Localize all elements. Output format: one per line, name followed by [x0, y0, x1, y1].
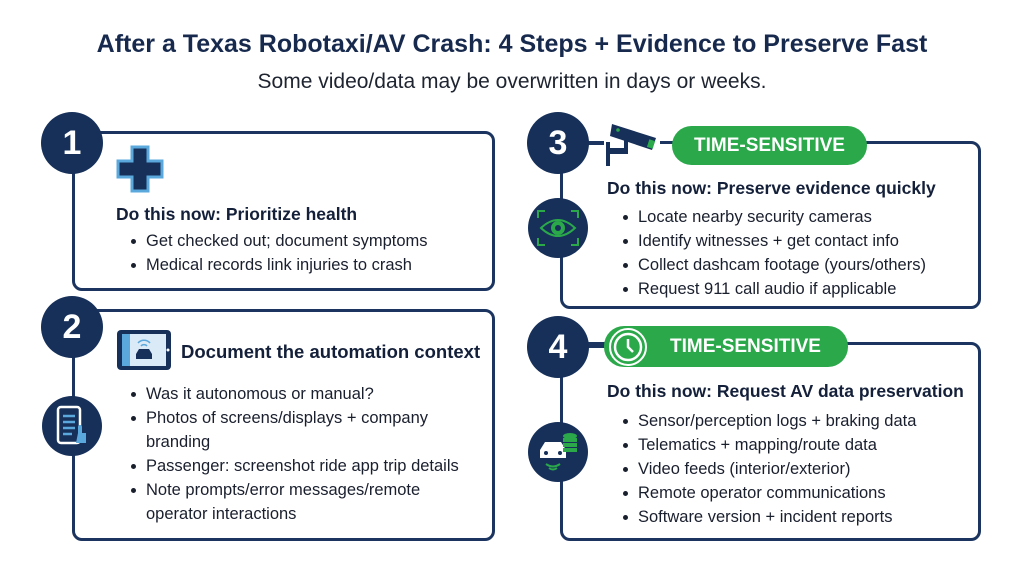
- list-item: Was it autonomous or manual?: [128, 382, 478, 406]
- list-item: Get checked out; document symptoms: [128, 229, 428, 253]
- car-database-icon: [528, 422, 588, 482]
- medical-cross-icon: [116, 145, 164, 198]
- step-1-number: 1: [41, 112, 103, 174]
- step-3-heading: Do this now: Preserve evidence quickly: [607, 178, 936, 198]
- step-2-number: 2: [41, 296, 103, 358]
- step-4-box: [560, 342, 981, 541]
- list-item: Passenger: screenshot ride app trip deta…: [128, 454, 478, 478]
- list-item: Medical records link injuries to crash: [128, 253, 428, 277]
- time-sensitive-badge: TIME-SENSITIVE: [604, 326, 848, 367]
- time-sensitive-badge: TIME-SENSITIVE: [672, 126, 867, 165]
- list-item: Photos of screens/displays + company bra…: [128, 406, 478, 454]
- step-1-bullets: Get checked out; document symptoms Medic…: [128, 229, 428, 277]
- step-3-number: 3: [527, 112, 589, 174]
- step-4-number: 4: [527, 316, 589, 378]
- time-sensitive-label: TIME-SENSITIVE: [670, 335, 821, 357]
- connector-line: [588, 142, 608, 145]
- tablet-checklist-icon: [42, 396, 102, 456]
- step-1-heading: Do this now: Prioritize health: [116, 204, 358, 224]
- connector-line: [588, 345, 608, 348]
- page-subtitle: Some video/data may be overwritten in da…: [257, 70, 767, 93]
- eye-scan-icon: [528, 198, 588, 258]
- list-item: Locate nearby security cameras: [620, 205, 926, 229]
- list-item: Identify witnesses + get contact info: [620, 229, 926, 253]
- list-item: Software version + incident reports: [620, 505, 916, 529]
- list-item: Note prompts/error messages/remote opera…: [128, 478, 478, 526]
- list-item: Collect dashcam footage (yours/others): [620, 253, 926, 277]
- step-4-heading: Do this now: Request AV data preservatio…: [607, 381, 964, 401]
- step-4-bullets: Sensor/perception logs + braking data Te…: [620, 409, 916, 529]
- list-item: Video feeds (interior/exterior): [620, 457, 916, 481]
- list-item: Request 911 call audio if applicable: [620, 277, 926, 301]
- step-2-bullets: Was it autonomous or manual? Photos of s…: [128, 382, 478, 526]
- step-2-heading: Document the automation context: [181, 341, 481, 362]
- page-title: After a Texas Robotaxi/AV Crash: 4 Steps…: [96, 30, 928, 58]
- list-item: Remote operator communications: [620, 481, 916, 505]
- clock-icon: [608, 327, 648, 373]
- list-item: Telematics + mapping/route data: [620, 433, 916, 457]
- security-camera-icon: [604, 120, 660, 175]
- step-3-bullets: Locate nearby security cameras Identify …: [620, 205, 926, 301]
- list-item: Sensor/perception logs + braking data: [620, 409, 916, 433]
- tablet-car-icon: [116, 329, 172, 376]
